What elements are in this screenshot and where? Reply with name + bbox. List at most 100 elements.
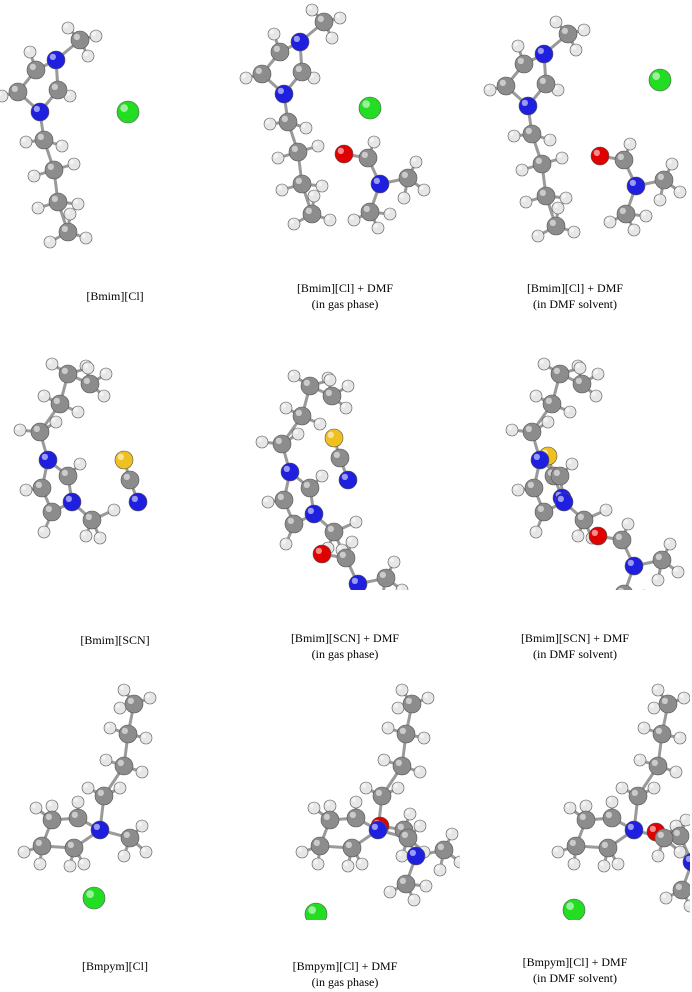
panel-caption: [Bmpym][Cl] + DMF (in DMF solvent)	[460, 954, 690, 986]
atom-highlight	[369, 137, 374, 142]
atom-highlight	[507, 425, 512, 430]
hydrogen-atom	[313, 417, 327, 431]
atom-highlight	[33, 105, 40, 112]
atom-highlight	[141, 847, 146, 852]
atom-highlight	[569, 859, 574, 864]
carbon-atom	[270, 42, 290, 62]
hydrogen-atom	[371, 221, 385, 235]
hydrogen-atom	[653, 193, 667, 207]
atom-highlight	[61, 367, 68, 374]
atom-highlight	[649, 825, 656, 832]
carbon-atom	[30, 422, 50, 442]
hydrogen-atom	[391, 781, 405, 795]
atom-highlight	[51, 417, 57, 422]
atom-highlight	[673, 567, 678, 572]
carbon-atom	[120, 470, 140, 490]
atom-highlight	[652, 72, 660, 80]
atom-highlight	[525, 127, 532, 134]
hydrogen-atom	[261, 495, 275, 509]
hydrogen-atom	[391, 701, 405, 715]
panel-caption: [Bmim][Cl]	[0, 288, 230, 304]
carbon-atom	[336, 548, 356, 568]
sulfur-atom	[324, 428, 344, 448]
chloride-ion	[358, 96, 382, 120]
hydrogen-atom	[63, 859, 77, 873]
hydrogen-atom	[323, 799, 337, 813]
atom-highlight	[325, 801, 330, 806]
atom-highlight	[351, 797, 356, 802]
carbon-atom	[288, 142, 308, 162]
caption-title: [Bmpym][Cl] + DMF	[292, 959, 398, 973]
nitrogen-atom	[518, 96, 538, 116]
hydrogen-atom	[541, 415, 555, 429]
atom-highlight	[21, 485, 26, 490]
hydrogen-atom	[307, 189, 321, 203]
atom-highlight	[79, 859, 84, 864]
hydrogen-atom	[665, 157, 679, 171]
atom-highlight	[629, 225, 634, 230]
atom-highlight	[289, 371, 294, 376]
atom-highlight	[679, 693, 684, 698]
atom-highlight	[571, 45, 576, 51]
carbon-atom	[324, 522, 344, 542]
carbon-atom	[546, 216, 566, 236]
panel-caption: [Bmim][SCN] + DMF (in DMF solvent)	[460, 630, 690, 662]
atom-highlight	[415, 767, 420, 772]
hydrogen-atom	[355, 857, 369, 871]
atom-highlight	[241, 73, 246, 78]
atom-highlight	[661, 893, 666, 898]
atom-highlight	[121, 727, 128, 734]
atom-highlight	[131, 495, 139, 502]
atom-highlight	[525, 425, 532, 432]
atom-highlight	[91, 31, 96, 36]
carbon-atom	[576, 810, 596, 830]
carbon-atom	[602, 808, 622, 828]
atom-highlight	[521, 197, 526, 202]
atom-highlight	[119, 685, 124, 690]
atom-highlight	[653, 575, 658, 580]
carbon-atom	[532, 154, 552, 174]
hydrogen-atom	[567, 857, 581, 871]
carbon-atom	[314, 12, 334, 32]
carbon-atom	[402, 694, 422, 714]
atom-highlight	[553, 847, 558, 852]
carbon-atom	[64, 838, 84, 858]
hydrogen-atom	[13, 423, 27, 437]
atom-highlight	[45, 237, 51, 242]
atom-highlight	[11, 85, 18, 92]
atom-highlight	[35, 839, 42, 846]
carbon-atom	[300, 376, 320, 396]
atom-highlight	[37, 133, 44, 141]
atom-highlight	[343, 381, 348, 386]
hydrogen-atom	[647, 701, 661, 715]
atom-highlight	[665, 539, 670, 544]
carbon-atom	[550, 364, 570, 384]
carbon-atom	[598, 838, 618, 858]
carbon-atom	[376, 568, 396, 588]
carbon-atom	[628, 786, 648, 806]
atom-highlight	[29, 63, 36, 70]
atom-highlight	[513, 485, 518, 490]
atom-highlight	[120, 104, 128, 112]
nitrogen-atom	[370, 174, 390, 194]
atom-highlight	[25, 47, 30, 53]
atom-highlight	[39, 391, 45, 396]
atom-highlight	[63, 23, 68, 28]
hydrogen-atom	[651, 683, 665, 697]
hydrogen-atom	[623, 137, 637, 151]
hydrogen-atom	[263, 117, 277, 131]
atom-highlight	[117, 759, 124, 766]
atom-highlight	[265, 119, 270, 124]
atom-highlight	[61, 225, 68, 233]
atom-highlight	[653, 851, 658, 856]
hydrogen-atom	[345, 535, 359, 549]
atom-highlight	[293, 35, 300, 42]
hydrogen-atom	[339, 401, 353, 415]
carbon-atom	[32, 836, 52, 856]
hydrogen-atom	[45, 799, 59, 813]
atom-highlight	[685, 855, 690, 862]
hydrogen-atom	[383, 885, 397, 899]
hydrogen-atom	[567, 225, 581, 239]
atom-highlight	[627, 823, 634, 830]
atom-highlight	[509, 131, 514, 136]
